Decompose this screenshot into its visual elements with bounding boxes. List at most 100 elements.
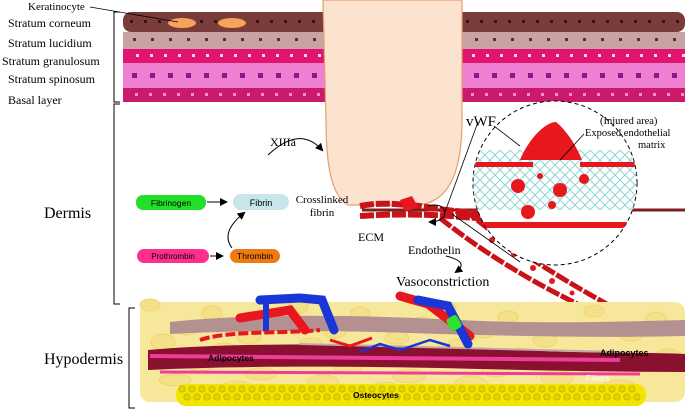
- cell-dot: [294, 73, 299, 78]
- osteocyte-cell: [383, 393, 391, 401]
- osteocyte-cell: [293, 393, 301, 401]
- osteocyte-cell: [598, 385, 606, 393]
- osteocyte-cell: [518, 385, 526, 393]
- osteocyte-cell: [328, 385, 336, 393]
- osteocyte-cell: [213, 393, 221, 401]
- keratinocyte-cell-2: [218, 18, 246, 28]
- prothrombin-label: Prothrombin: [151, 252, 195, 261]
- cell-dot: [303, 93, 306, 96]
- cell-dot: [486, 54, 489, 57]
- cell-dot: [598, 54, 601, 57]
- osteocyte-cell: [488, 385, 496, 393]
- osteocyte-cell: [558, 385, 566, 393]
- cell-dot: [578, 20, 581, 23]
- osteocyte-cell: [463, 393, 471, 401]
- cell-dot: [510, 73, 515, 78]
- cell-dot: [144, 20, 147, 23]
- osteocyte-cell: [353, 393, 361, 401]
- osteocyte-cell: [633, 393, 641, 401]
- osteocyte-cell: [223, 393, 231, 401]
- cell-dot: [275, 93, 278, 96]
- cell-dot: [654, 54, 657, 57]
- osteocyte-cell: [498, 385, 506, 393]
- cell-dot: [312, 20, 315, 23]
- osteocyte-cell: [483, 393, 491, 401]
- cell-dot: [626, 54, 629, 57]
- cell-dot: [151, 38, 154, 41]
- xiiia-label: XIIIa: [270, 135, 297, 149]
- osteocyte-cell: [538, 385, 546, 393]
- osteocyte-cell: [583, 393, 591, 401]
- osteocyte-cell: [288, 385, 296, 393]
- cell-dot: [564, 73, 569, 78]
- cell-dot: [214, 20, 217, 23]
- osteocyte-cell: [593, 393, 601, 401]
- osteocyte-cell: [258, 385, 266, 393]
- osteocyte-cell: [378, 385, 386, 393]
- cell-dot: [205, 93, 208, 96]
- cell-dot: [169, 38, 172, 41]
- osteocyte-cell: [428, 385, 436, 393]
- cell-dot: [150, 54, 153, 57]
- cell-dot: [135, 93, 138, 96]
- osteocyte-cell: [423, 393, 431, 401]
- cell-dot: [565, 38, 568, 41]
- cell-dot: [522, 20, 525, 23]
- cell-dot: [284, 20, 287, 23]
- keratinocyte-cell: [168, 18, 196, 28]
- osteocyte-cell: [548, 385, 556, 393]
- osteocyte-cell: [403, 393, 411, 401]
- osteocyte-cell: [188, 385, 196, 393]
- osteocyte-cell: [493, 393, 501, 401]
- fat-cell: [384, 331, 410, 345]
- cell-dot: [130, 20, 133, 23]
- cell-dot: [583, 38, 586, 41]
- osteocyte-cell: [203, 393, 211, 401]
- cell-dot: [234, 54, 237, 57]
- osteocyte-cell: [533, 393, 541, 401]
- cell-dot: [542, 54, 545, 57]
- osteocyte-cell: [253, 393, 261, 401]
- cell-dot: [247, 93, 250, 96]
- cell-dot: [676, 20, 679, 23]
- cell-dot: [241, 38, 244, 41]
- zoom-guide-line-1: [444, 121, 479, 213]
- cell-dot: [673, 38, 676, 41]
- osteocyte-cell: [543, 393, 551, 401]
- osteocyte-cell: [268, 385, 276, 393]
- cell-dot: [569, 93, 572, 96]
- thrombin-to-fibrin-arrow: [227, 211, 246, 249]
- cell-dot: [640, 54, 643, 57]
- cell-dot: [620, 20, 623, 23]
- cell-dot: [550, 20, 553, 23]
- cell-dot: [258, 73, 263, 78]
- osteocyte-cell: [373, 393, 381, 401]
- cell-dot: [136, 54, 139, 57]
- cell-dot: [611, 93, 614, 96]
- cell-dot: [648, 20, 651, 23]
- osteocyte-cell: [608, 385, 616, 393]
- cell-dot: [277, 38, 280, 41]
- cell-dot: [612, 54, 615, 57]
- cell-dot: [619, 38, 622, 41]
- hypodermis-label: Hypodermis: [44, 351, 123, 368]
- osteocyte-cell: [398, 385, 406, 393]
- osteocyte-cell: [363, 393, 371, 401]
- cell-dot: [313, 38, 316, 41]
- osteocyte-cell: [588, 385, 596, 393]
- cell-dot: [200, 20, 203, 23]
- osteocyte-cell: [448, 385, 456, 393]
- cell-dot: [158, 20, 161, 23]
- cell-dot: [654, 73, 659, 78]
- osteocyte-cell: [628, 385, 636, 393]
- ecm-label: ECM: [358, 230, 384, 244]
- osteocyte-cell: [553, 393, 561, 401]
- osteocyte-cell: [413, 393, 421, 401]
- keratinocyte-label: Keratinocyte: [28, 1, 85, 13]
- osteocyte-cell: [433, 393, 441, 401]
- hypodermis-tissue: [139, 291, 685, 406]
- osteocytes-label: Osteocytes: [353, 390, 399, 400]
- osteocyte-cell: [408, 385, 416, 393]
- cell-dot: [634, 20, 637, 23]
